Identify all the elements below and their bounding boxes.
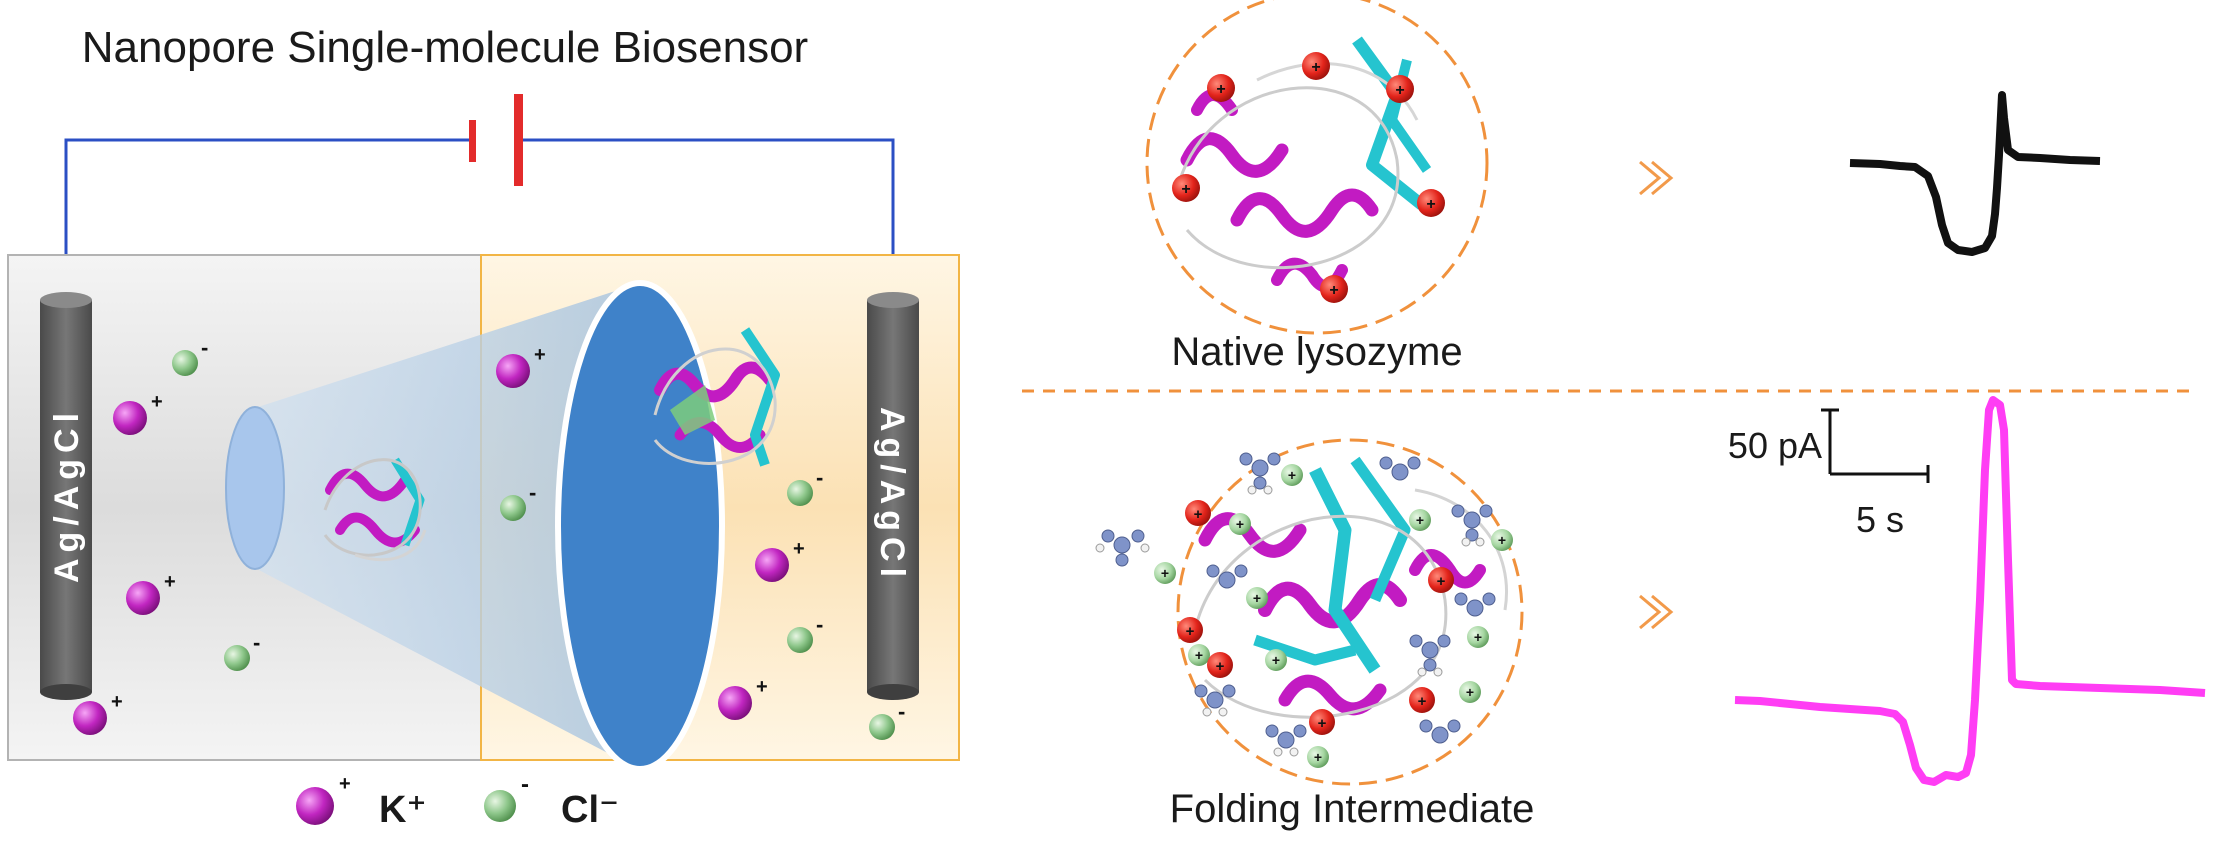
legend-cation-label: K⁺ xyxy=(379,789,427,831)
ion-icon: + xyxy=(113,391,163,435)
svg-text:+: + xyxy=(1466,684,1474,700)
left-electrode-label: Ag/AgCl xyxy=(48,407,86,583)
svg-text:+: + xyxy=(1426,196,1435,213)
ion-icon: + xyxy=(755,538,805,582)
ion-icon: - xyxy=(787,465,823,506)
svg-text:+: + xyxy=(1181,181,1190,198)
ion-icon: + xyxy=(496,344,546,388)
ions: + + + + + + - - - - - - xyxy=(73,335,905,740)
intermediate-current-trace xyxy=(1734,396,2206,786)
denaturant-hydrogens xyxy=(1095,485,1485,757)
svg-text:+: + xyxy=(1272,652,1280,668)
svg-text:-: - xyxy=(529,480,536,505)
ion-icon: + xyxy=(718,676,768,720)
svg-text:+: + xyxy=(1416,512,1424,528)
protein-icon xyxy=(653,327,780,467)
svg-text:-: - xyxy=(816,465,823,490)
svg-text:+: + xyxy=(793,538,805,560)
svg-text:+: + xyxy=(1194,506,1203,523)
battery-icon xyxy=(469,94,523,186)
svg-text:-: - xyxy=(253,630,260,655)
svg-text:+: + xyxy=(1253,590,1261,606)
svg-text:+: + xyxy=(111,691,123,713)
ion-icon: + xyxy=(73,691,123,735)
right-electrode: Ag/AgCl xyxy=(867,292,919,700)
native-lysozyme-label: Native lysozyme xyxy=(1171,330,1462,374)
svg-text:+: + xyxy=(534,344,546,366)
protein-icon xyxy=(323,457,427,562)
svg-text:+: + xyxy=(756,676,768,698)
native-current-trace xyxy=(1849,91,2101,256)
folding-intermediate-panel: + + + + + + + + + + + + + + + + + Foldin… xyxy=(1095,438,1535,831)
scale-bar: 50 pA 5 s xyxy=(1728,408,1930,540)
ion-icon: - xyxy=(500,480,536,521)
electrode-icon xyxy=(867,300,919,692)
svg-text:-: - xyxy=(521,771,529,798)
ion-icon: - xyxy=(787,612,823,653)
scale-current-label: 50 pA xyxy=(1728,425,1822,466)
ion-icon: - xyxy=(224,630,260,671)
svg-text:-: - xyxy=(898,699,905,724)
legend-anion-label: Cl⁻ xyxy=(561,789,619,831)
denaturant-molecules xyxy=(1101,452,1496,749)
svg-text:+: + xyxy=(1418,693,1427,710)
svg-text:+: + xyxy=(151,391,163,413)
svg-text:+: + xyxy=(1437,573,1446,590)
svg-text:+: + xyxy=(1288,467,1296,483)
protein-icon xyxy=(1193,456,1508,719)
ion-icon: - xyxy=(172,335,208,376)
ion-legend: + K⁺ - Cl⁻ xyxy=(296,771,619,831)
ion-icon: + xyxy=(126,571,176,615)
svg-text:+: + xyxy=(339,773,351,795)
svg-text:+: + xyxy=(1498,532,1506,548)
svg-text:+: + xyxy=(1395,82,1404,99)
svg-text:+: + xyxy=(1236,516,1244,532)
svg-text:+: + xyxy=(1216,81,1225,98)
right-electrode-label: Ag/AgCl xyxy=(873,407,911,583)
folding-intermediate-label: Folding Intermediate xyxy=(1170,787,1535,831)
diagram-title: Nanopore Single-molecule Biosensor xyxy=(82,23,808,72)
svg-text:-: - xyxy=(201,335,208,360)
protein-icon xyxy=(1175,36,1432,293)
svg-text:+: + xyxy=(1195,647,1203,663)
scale-time-label: 5 s xyxy=(1856,499,1904,540)
left-electrode: Ag/AgCl xyxy=(40,292,92,700)
native-lysozyme-panel: + + + + + + Native lysozyme xyxy=(1145,0,1489,374)
svg-text:+: + xyxy=(1474,629,1482,645)
svg-text:+: + xyxy=(1318,715,1327,732)
svg-text:+: + xyxy=(164,571,176,593)
svg-text:+: + xyxy=(1314,749,1322,765)
chevron-right-icon xyxy=(1639,160,1674,196)
ion-icon xyxy=(484,790,516,822)
electrode-icon xyxy=(40,300,92,692)
ion-icon: - xyxy=(869,699,905,740)
svg-text:+: + xyxy=(1329,282,1338,299)
svg-text:+: + xyxy=(1161,565,1169,581)
chevron-right-icon xyxy=(1639,594,1674,630)
svg-text:+: + xyxy=(1186,623,1195,640)
ion-icon xyxy=(296,787,334,825)
svg-text:-: - xyxy=(816,612,823,637)
svg-text:+: + xyxy=(1216,658,1225,675)
svg-text:+: + xyxy=(1311,59,1320,76)
